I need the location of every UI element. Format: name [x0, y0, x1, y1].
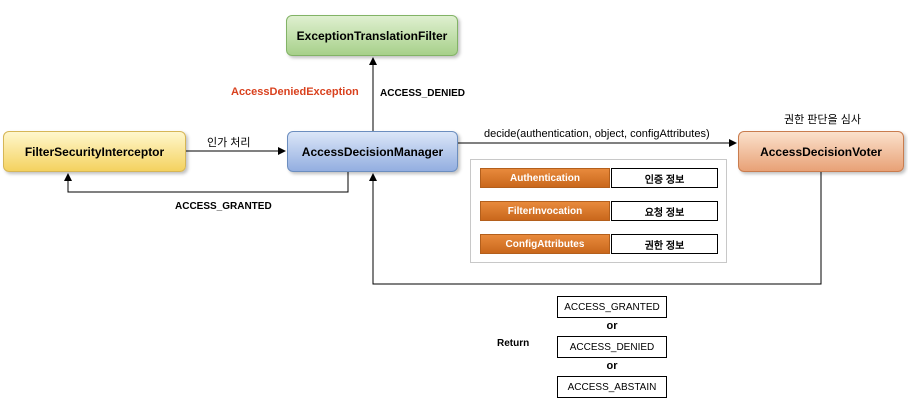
- return-separator-2: or: [606, 360, 618, 372]
- return-option-granted: ACCESS_GRANTED: [557, 296, 667, 318]
- return-label: Return: [497, 338, 530, 349]
- authentication-value: 인증 정보: [611, 168, 718, 188]
- config-attributes-key: ConfigAttributes: [480, 234, 610, 254]
- access-decision-voter-node: AccessDecisionVoter: [738, 131, 904, 172]
- return-separator-1: or: [606, 320, 618, 332]
- return-option-abstain: ACCESS_ABSTAIN: [557, 376, 667, 398]
- filter-invocation-key: FilterInvocation: [480, 201, 610, 221]
- authentication-key: Authentication: [480, 168, 610, 188]
- filter-invocation-value: 요청 정보: [611, 201, 718, 221]
- arrow-adm-to-fsi-granted: [64, 172, 349, 193]
- return-option-denied: ACCESS_DENIED: [557, 336, 667, 358]
- denied-label: ACCESS_DENIED: [380, 88, 466, 99]
- exception-label: AccessDeniedException: [231, 86, 359, 98]
- filter-security-interceptor-node: FilterSecurityInterceptor: [3, 131, 186, 172]
- decide-label: decide(authentication, object, configAtt…: [484, 128, 710, 140]
- config-attributes-value: 권한 정보: [611, 234, 718, 254]
- voter-caption: 권한 판단을 심사: [784, 114, 861, 126]
- decision-info-panel: Authentication 인증 정보 FilterInvocation 요청…: [470, 159, 727, 263]
- granted-label: ACCESS_GRANTED: [175, 201, 272, 212]
- request-label: 인가 처리: [207, 137, 251, 149]
- arrow-adv-to-adm-return: [369, 172, 822, 285]
- access-decision-manager-node: AccessDecisionManager: [287, 131, 458, 172]
- exception-translation-filter-node: ExceptionTranslationFilter: [286, 15, 458, 56]
